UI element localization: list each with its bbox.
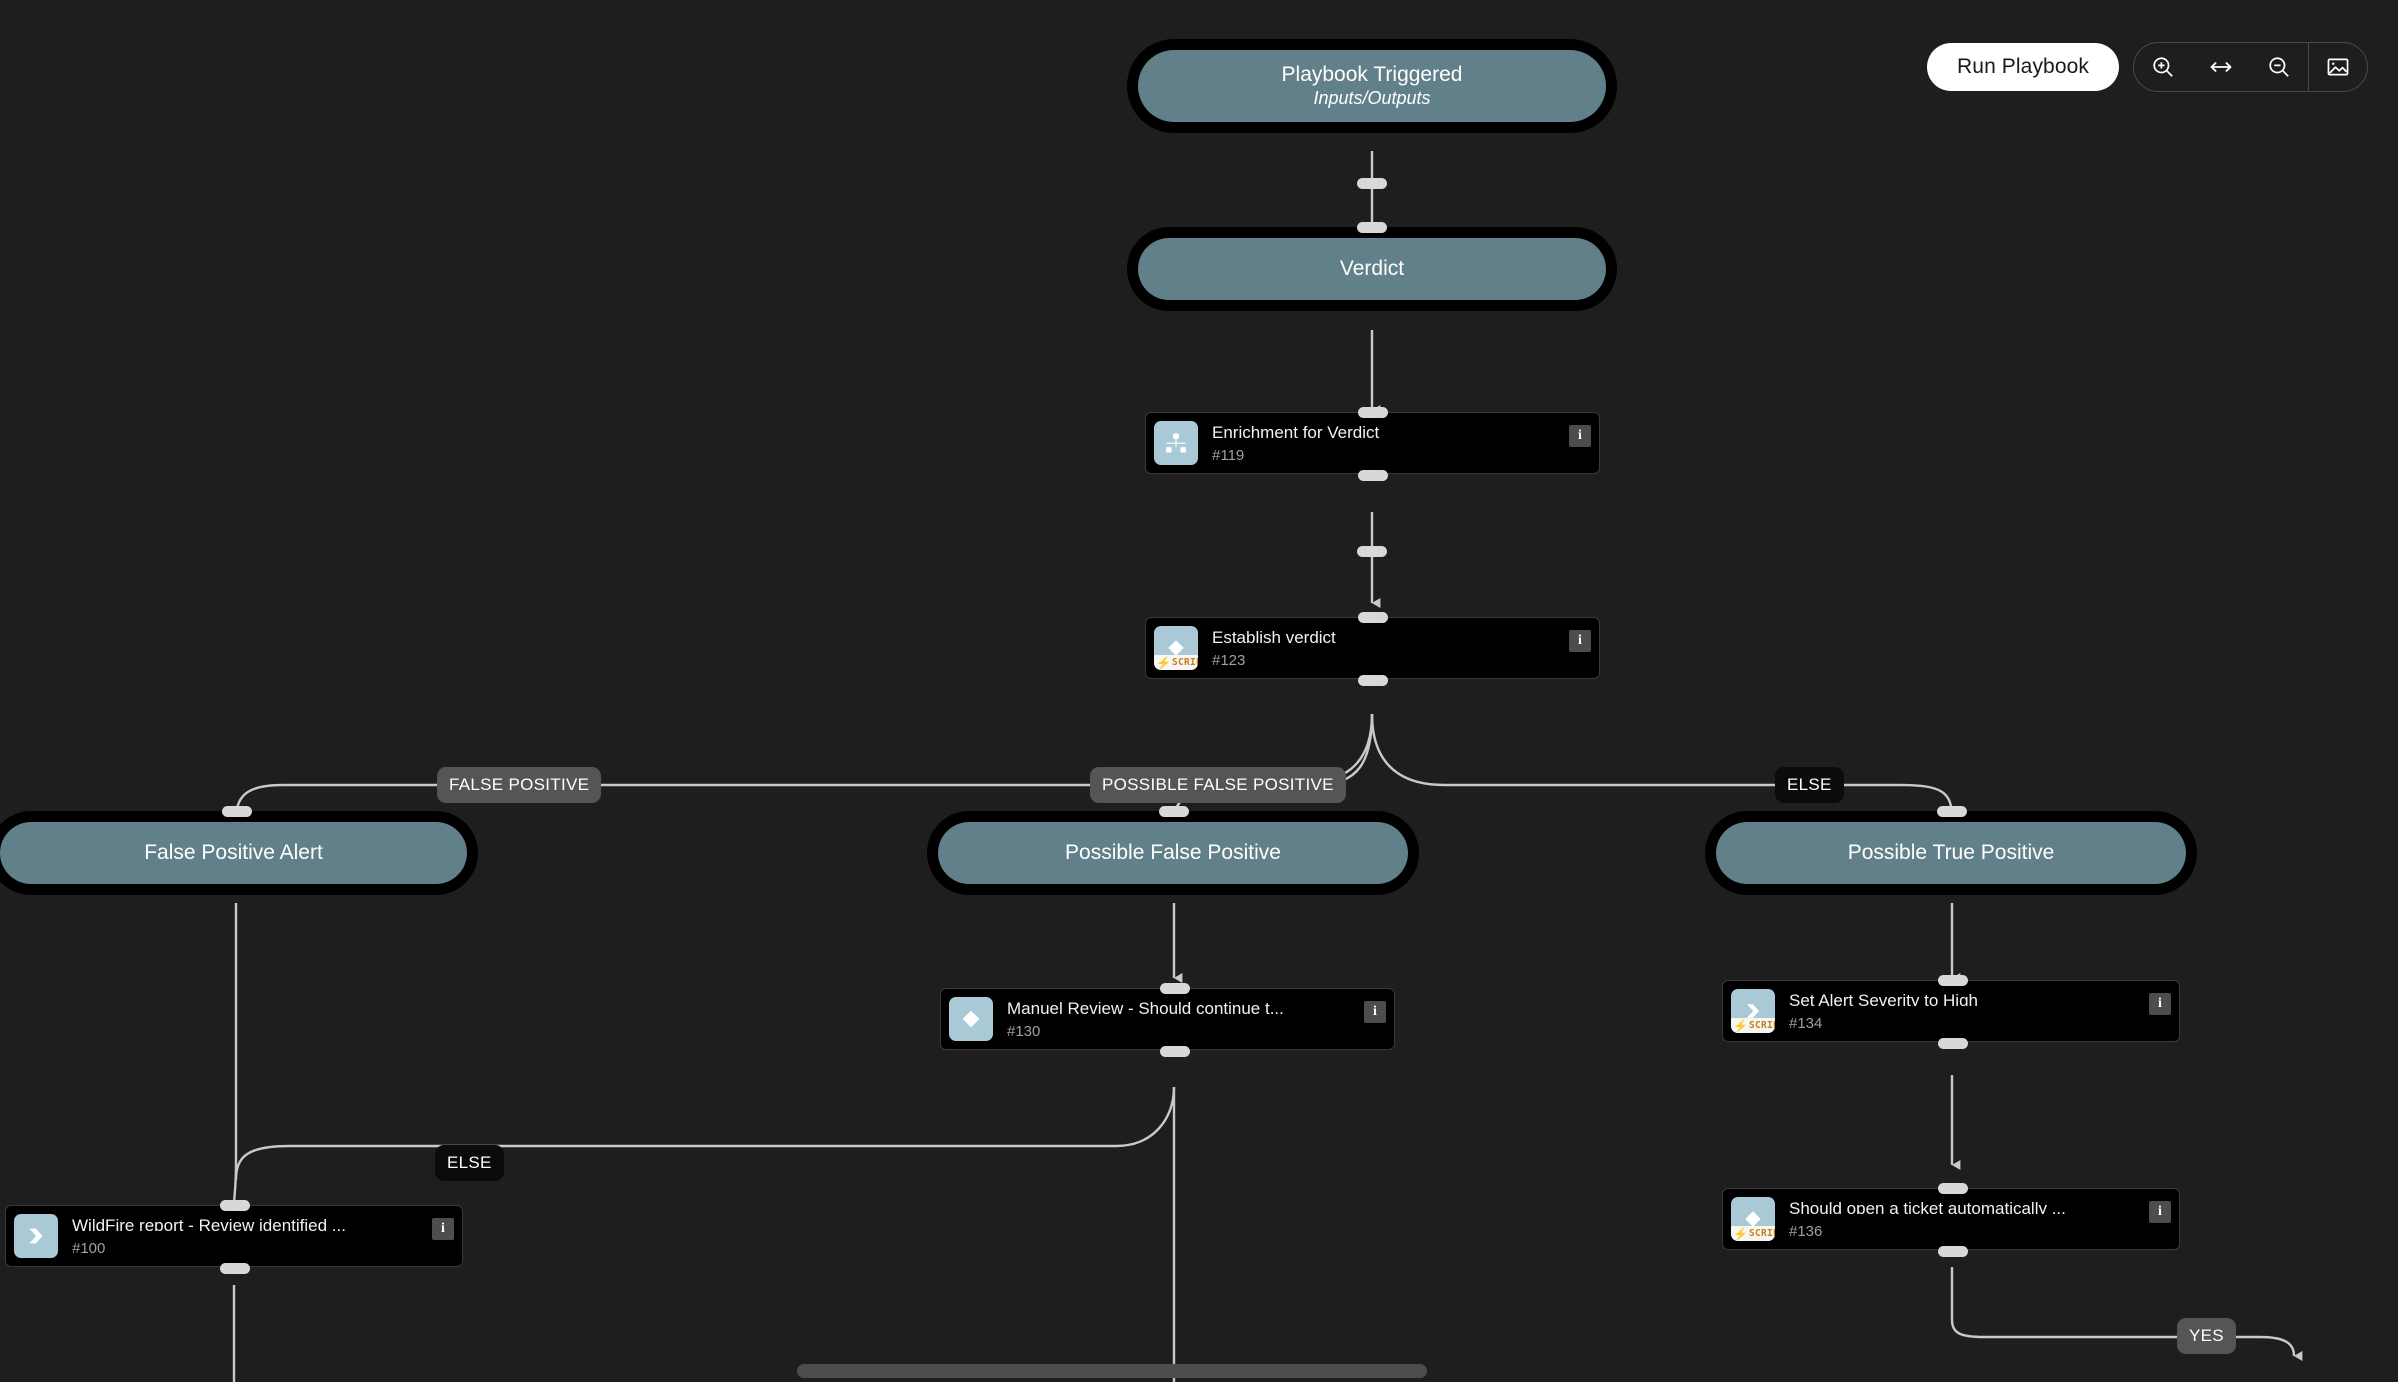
zoom-out-icon[interactable] <box>2250 43 2308 91</box>
edge-label-possible-false-positive[interactable]: POSSIBLE FALSE POSITIVE <box>1090 767 1346 803</box>
regular-task-icon: ⚡ SCRIPT <box>1731 989 1775 1033</box>
section-title: False Positive Alert <box>144 840 323 864</box>
task-info-button[interactable]: i <box>1569 425 1591 447</box>
script-badge-label: SCRIPT <box>1748 1228 1775 1239</box>
horizontal-scrollbar-thumb[interactable] <box>797 1364 1427 1378</box>
task-node-136[interactable]: ⚡ SCRIPT Should open a ticket automatica… <box>1722 1183 2180 1257</box>
node-handle-bottom[interactable] <box>1357 546 1387 557</box>
node-handle-top[interactable] <box>1160 983 1190 994</box>
script-badge: ⚡ SCRIPT <box>1154 655 1198 670</box>
conditional-diamond-icon <box>949 997 993 1041</box>
task-info-button[interactable]: i <box>2149 993 2171 1015</box>
node-handle-top[interactable] <box>1938 1183 1968 1194</box>
script-badge: ⚡ SCRIPT <box>1731 1018 1775 1033</box>
task-title: Manuel Review - Should continue t... <box>1007 999 1284 1014</box>
task-node-119[interactable]: Enrichment for Verdict #119 i <box>1145 407 1600 481</box>
node-handle-bottom[interactable] <box>1938 1246 1968 1257</box>
task-id: #123 <box>1212 652 1246 669</box>
lightning-bolt-icon: ⚡ <box>1156 655 1171 670</box>
section-node-verdict[interactable]: Verdict <box>1128 222 1616 557</box>
script-badge: ⚡ SCRIPT <box>1731 1226 1775 1241</box>
node-handle-bottom[interactable] <box>1160 1046 1190 1057</box>
node-handle-bottom[interactable] <box>1357 178 1387 189</box>
node-handle-bottom[interactable] <box>1358 675 1388 686</box>
section-node-playbook-triggered[interactable]: Playbook Triggered Inputs/Outputs <box>1128 40 1616 189</box>
export-image-icon[interactable] <box>2309 43 2367 91</box>
task-info-button[interactable]: i <box>1364 1001 1386 1023</box>
task-id: #100 <box>72 1240 106 1257</box>
task-info-button[interactable]: i <box>1569 630 1591 652</box>
section-title: Verdict <box>1339 256 1405 280</box>
task-title: Establish verdict <box>1212 628 1336 643</box>
task-title: Should open a ticket automatically ... <box>1789 1199 2066 1214</box>
script-badge-label: SCRIPT <box>1748 1020 1775 1031</box>
task-id: #130 <box>1007 1023 1041 1040</box>
task-id: #136 <box>1789 1223 1823 1240</box>
section-title: Possible False Positive <box>1065 840 1281 864</box>
node-handle-top[interactable] <box>1358 612 1388 623</box>
lightning-bolt-icon: ⚡ <box>1733 1226 1748 1241</box>
edge-fpa-to-100 <box>232 903 243 1211</box>
toolbar-divider <box>2308 43 2309 91</box>
section-node-false-positive-alert[interactable]: False Positive Alert <box>0 806 477 894</box>
lightning-bolt-icon: ⚡ <box>1733 1018 1748 1033</box>
task-info-button[interactable]: i <box>432 1218 454 1240</box>
conditional-diamond-icon: ⚡ SCRIPT <box>1154 626 1198 670</box>
node-handle-top[interactable] <box>1938 975 1968 986</box>
section-subtitle: Inputs/Outputs <box>1313 87 1431 108</box>
node-handle-bottom[interactable] <box>1358 470 1388 481</box>
task-id: #119 <box>1212 447 1245 464</box>
node-handle-top[interactable] <box>1937 806 1967 817</box>
zoom-controls-group <box>2133 42 2368 92</box>
node-handle-top[interactable] <box>222 806 252 817</box>
section-title: Possible True Positive <box>1847 840 2055 864</box>
sub-playbook-icon <box>1154 421 1198 465</box>
edge-label-false-positive[interactable]: FALSE POSITIVE <box>437 767 602 803</box>
task-node-100[interactable]: WildFire report - Review identified ... … <box>5 1200 463 1274</box>
node-handle-top[interactable] <box>1357 222 1387 233</box>
task-title: Enrichment for Verdict <box>1212 423 1380 438</box>
task-node-130[interactable]: Manuel Review - Should continue t... #13… <box>940 983 1395 1057</box>
fit-width-icon[interactable] <box>2192 43 2250 91</box>
edge-label-else-manual-review[interactable]: ELSE <box>435 1145 504 1181</box>
run-playbook-button[interactable]: Run Playbook <box>1927 43 2119 91</box>
canvas-toolbar: Run Playbook <box>1927 42 2368 92</box>
node-handle-top[interactable] <box>1159 806 1189 817</box>
edge-136-yes <box>1950 1267 2303 1361</box>
task-info-button[interactable]: i <box>2149 1201 2171 1223</box>
task-title: WildFire report - Review identified ... <box>72 1216 346 1231</box>
task-title: Set Alert Severity to High <box>1789 991 1978 1006</box>
section-node-possible-false-positive[interactable]: Possible False Positive <box>928 806 1418 894</box>
task-node-134[interactable]: ⚡ SCRIPT Set Alert Severity to High #134… <box>1722 975 2180 1049</box>
edge-label-else-verdict[interactable]: ELSE <box>1775 767 1844 803</box>
task-node-123[interactable]: ⚡ SCRIPT Establish verdict #123 i <box>1145 612 1600 686</box>
script-badge-label: SCRIPT <box>1171 657 1198 668</box>
edge-130-else-to-100 <box>234 1086 1176 1181</box>
edge-123-to-possible-true-positive <box>1370 713 1961 823</box>
zoom-in-icon[interactable] <box>2134 43 2192 91</box>
regular-task-icon <box>14 1214 58 1258</box>
task-id: #134 <box>1789 1015 1823 1032</box>
section-node-possible-true-positive[interactable]: Possible True Positive <box>1706 806 2196 894</box>
section-title: Playbook Triggered <box>1281 62 1463 86</box>
edge-label-yes-ticket[interactable]: YES <box>2177 1318 2236 1354</box>
node-handle-bottom[interactable] <box>1938 1038 1968 1049</box>
node-handle-bottom[interactable] <box>220 1263 250 1274</box>
conditional-diamond-icon: ⚡ SCRIPT <box>1731 1197 1775 1241</box>
node-handle-top[interactable] <box>1358 407 1388 418</box>
node-handle-top[interactable] <box>220 1200 250 1211</box>
